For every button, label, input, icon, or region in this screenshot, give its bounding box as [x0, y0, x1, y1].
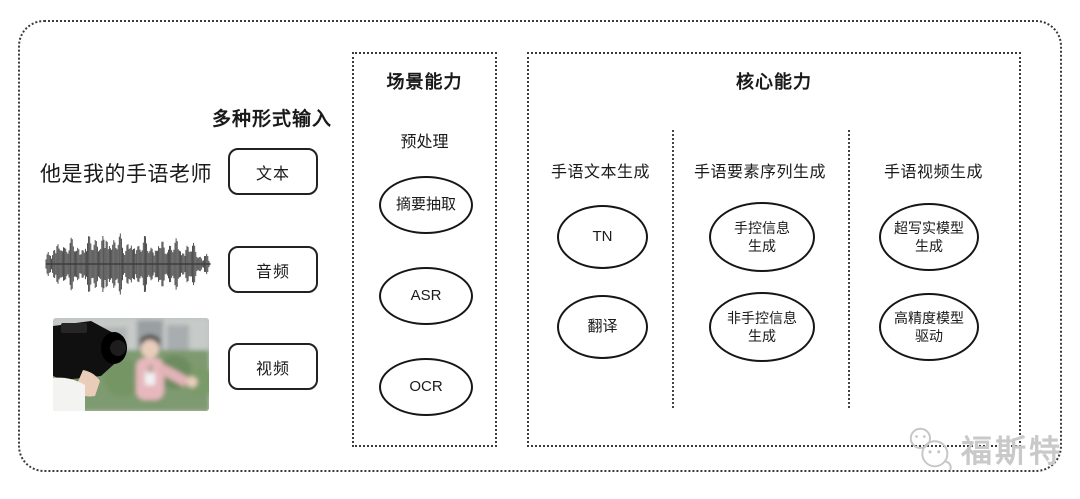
- node-non-manual-info-generation: 非手控信息 生成: [709, 292, 815, 362]
- input-type-video-box: 视频: [228, 343, 318, 390]
- scene-capability-box: 场景能力 预处理 摘要抽取 ASR OCR: [352, 52, 497, 447]
- node-ocr: OCR: [379, 358, 473, 416]
- node-manual-info-generation: 手控信息 生成: [709, 202, 815, 272]
- watermark: 福斯特: [905, 424, 1063, 472]
- input-type-text-label: 文本: [255, 165, 290, 183]
- scene-box-title: 场景能力: [386, 72, 463, 92]
- column-divider-2: [848, 130, 850, 408]
- input-type-video-label: 视频: [255, 360, 290, 378]
- node-high-precision-model-driving: 高精度模型 驱动: [879, 293, 979, 361]
- watermark-mascot-logo: [909, 427, 952, 471]
- column-header-sign-element-sequence-generation: 手语要素序列生成: [693, 164, 826, 181]
- node-tn: TN: [557, 205, 648, 269]
- input-section-label: 多种形式输入: [211, 109, 332, 130]
- input-type-audio-label: 音频: [255, 263, 290, 281]
- input-type-text-box: 文本: [228, 148, 318, 195]
- outer-dotted-border: [18, 20, 1062, 472]
- column-divider-1: [672, 130, 674, 408]
- sample-sentence-text: 他是我的手语老师: [40, 163, 212, 186]
- column-header-sign-video-generation: 手语视频生成: [883, 164, 983, 181]
- node-translation: 翻译: [557, 295, 648, 359]
- core-box-title: 核心能力: [736, 72, 812, 92]
- scene-box-subtitle: 预处理: [400, 134, 449, 151]
- node-asr: ASR: [379, 267, 473, 325]
- audio-waveform-icon: [45, 233, 211, 295]
- core-capability-box: 核心能力 手语文本生成 手语要素序列生成 手语视频生成 TN 翻译 手控信息 生…: [527, 52, 1021, 447]
- input-type-audio-box: 音频: [228, 246, 318, 293]
- column-header-sign-text-generation: 手语文本生成: [550, 164, 650, 181]
- watermark-text: 福斯特: [961, 433, 1063, 469]
- node-hyperrealistic-model-generation: 超写实模型 生成: [879, 203, 979, 271]
- video-thumbnail-image: [53, 318, 209, 411]
- reporter-photo-graphic: [53, 318, 209, 411]
- node-summary-extraction: 摘要抽取: [379, 176, 473, 234]
